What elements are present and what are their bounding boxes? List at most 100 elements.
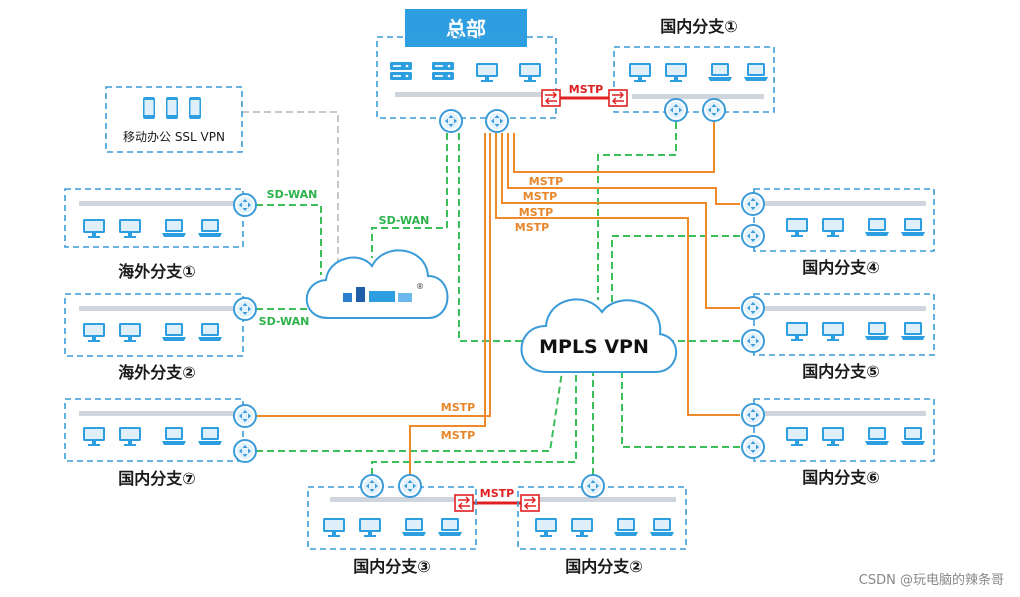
server-icon	[390, 62, 412, 80]
mstp-port-icon	[541, 89, 561, 107]
mpls-line-domestic4	[611, 235, 740, 306]
hq-title-bg	[405, 9, 527, 47]
domestic3-box	[307, 486, 477, 550]
sdwan-label-2: SD-WAN	[259, 315, 310, 328]
domestic6-label: 国内分支⑥	[802, 468, 880, 487]
router-icon[interactable]	[741, 192, 765, 216]
router-icon[interactable]	[233, 404, 257, 428]
domestic2-site: 国内分支②	[517, 474, 687, 576]
router-icon[interactable]	[741, 224, 765, 248]
domestic5-label: 国内分支⑤	[802, 362, 880, 381]
domestic5-box	[753, 293, 935, 356]
router-icon[interactable]	[581, 474, 605, 498]
router-icon[interactable]	[741, 435, 765, 459]
hq-switch-bar	[395, 92, 543, 97]
router-icon[interactable]	[233, 193, 257, 217]
router-icon[interactable]	[233, 439, 257, 463]
overseas1-switch-bar	[79, 201, 239, 206]
domestic5-site: 国内分支⑤	[741, 293, 935, 381]
links-layer	[242, 96, 740, 505]
domestic6-switch-bar	[764, 411, 926, 416]
domestic4-switch-bar	[764, 201, 926, 206]
mpls-cloud: MPLS VPN	[520, 298, 677, 373]
mstp-label-5: MSTP	[441, 401, 475, 414]
domestic4-box	[753, 188, 935, 252]
mpls-line-hq	[458, 133, 528, 342]
domestic4-site: 国内分支④	[741, 188, 935, 277]
mstp-label-1: MSTP	[529, 175, 563, 188]
mstp-line-domestic1	[513, 122, 715, 173]
domestic1-switch-bar	[632, 94, 764, 99]
mpls-line-domestic7	[256, 371, 563, 452]
sdwan-label-hq: SD-WAN	[379, 214, 430, 227]
sdwan-line-hq	[371, 133, 448, 258]
phone-icon	[166, 97, 178, 119]
domestic2-switch-bar	[536, 497, 676, 502]
mstp-line-domestic3	[409, 133, 486, 486]
router-icon[interactable]	[741, 403, 765, 427]
domestic1-box	[613, 46, 775, 113]
mstp-label-4: MSTP	[515, 221, 549, 234]
mstp-port-icon	[608, 89, 628, 107]
site-computers	[83, 427, 222, 446]
router-icon[interactable]	[233, 297, 257, 321]
mstp-label-3: MSTP	[519, 206, 553, 219]
mstp-line-domestic5	[501, 133, 740, 309]
domestic5-switch-bar	[764, 306, 926, 311]
cloud-icon	[520, 298, 677, 373]
router-icon[interactable]	[360, 474, 384, 498]
mstp-line-domestic7	[256, 133, 491, 417]
router-icon[interactable]	[439, 109, 463, 133]
cloud-icon	[305, 249, 449, 319]
sdwan-cloud: ®	[305, 249, 449, 319]
site-computers	[786, 218, 925, 237]
router-icon[interactable]	[702, 98, 726, 122]
watermark: CSDN @玩电脑的辣条哥	[859, 572, 1004, 588]
mobile-label: 移动办公 SSL VPN	[123, 129, 225, 144]
mobile-ssl-vpn: 移动办公 SSL VPN	[105, 86, 243, 153]
mpls-cloud-label: MPLS VPN	[539, 336, 649, 358]
domestic3-label: 国内分支③	[353, 557, 431, 576]
overseas1-site: 海外分支① SD-WAN	[64, 188, 318, 281]
router-icon[interactable]	[741, 296, 765, 320]
domestic7-switch-bar	[79, 411, 239, 416]
overseas1-box	[64, 188, 244, 248]
domestic1-site: 国内分支①	[608, 17, 775, 122]
site-computers	[786, 427, 925, 446]
phone-icon	[143, 97, 155, 119]
site-computers	[629, 63, 768, 82]
mstp-line-domestic6	[495, 133, 740, 416]
site-computers	[323, 518, 462, 537]
router-icon[interactable]	[741, 329, 765, 353]
mstp-port-icon	[520, 494, 540, 512]
domestic2-label: 国内分支②	[565, 557, 643, 576]
router-icon[interactable]	[485, 109, 509, 133]
router-icon[interactable]	[664, 98, 688, 122]
domestic7-label: 国内分支⑦	[118, 469, 196, 488]
overseas1-label: 海外分支①	[118, 262, 196, 281]
server-icon	[432, 62, 454, 80]
domestic1-label: 国内分支①	[660, 17, 738, 36]
domestic6-site: 国内分支⑥	[741, 398, 935, 487]
domestic3-switch-bar	[330, 497, 468, 502]
monitor-icon	[476, 63, 498, 82]
domestic3-site: 国内分支③	[307, 474, 477, 576]
mstp-label-hq: MSTP	[569, 83, 603, 96]
monitor-icon	[519, 63, 541, 82]
domestic6-box	[753, 398, 935, 462]
registered-mark: ®	[416, 282, 424, 291]
router-icon[interactable]	[398, 474, 422, 498]
phone-icon	[189, 97, 201, 119]
hq-site: 总部 MSTP	[376, 9, 603, 133]
mstp-port-icon	[454, 494, 474, 512]
sdwan-vendor-logo	[343, 287, 412, 302]
sdwan-label-1: SD-WAN	[267, 188, 318, 201]
site-computers	[535, 518, 674, 537]
overseas2-site: 海外分支② SD-WAN	[64, 293, 310, 382]
site-computers	[786, 322, 925, 341]
mstp-label-2: MSTP	[523, 190, 557, 203]
overseas2-label: 海外分支②	[118, 363, 196, 382]
site-computers	[83, 219, 222, 238]
mstp-label-bottom: MSTP	[480, 487, 514, 500]
